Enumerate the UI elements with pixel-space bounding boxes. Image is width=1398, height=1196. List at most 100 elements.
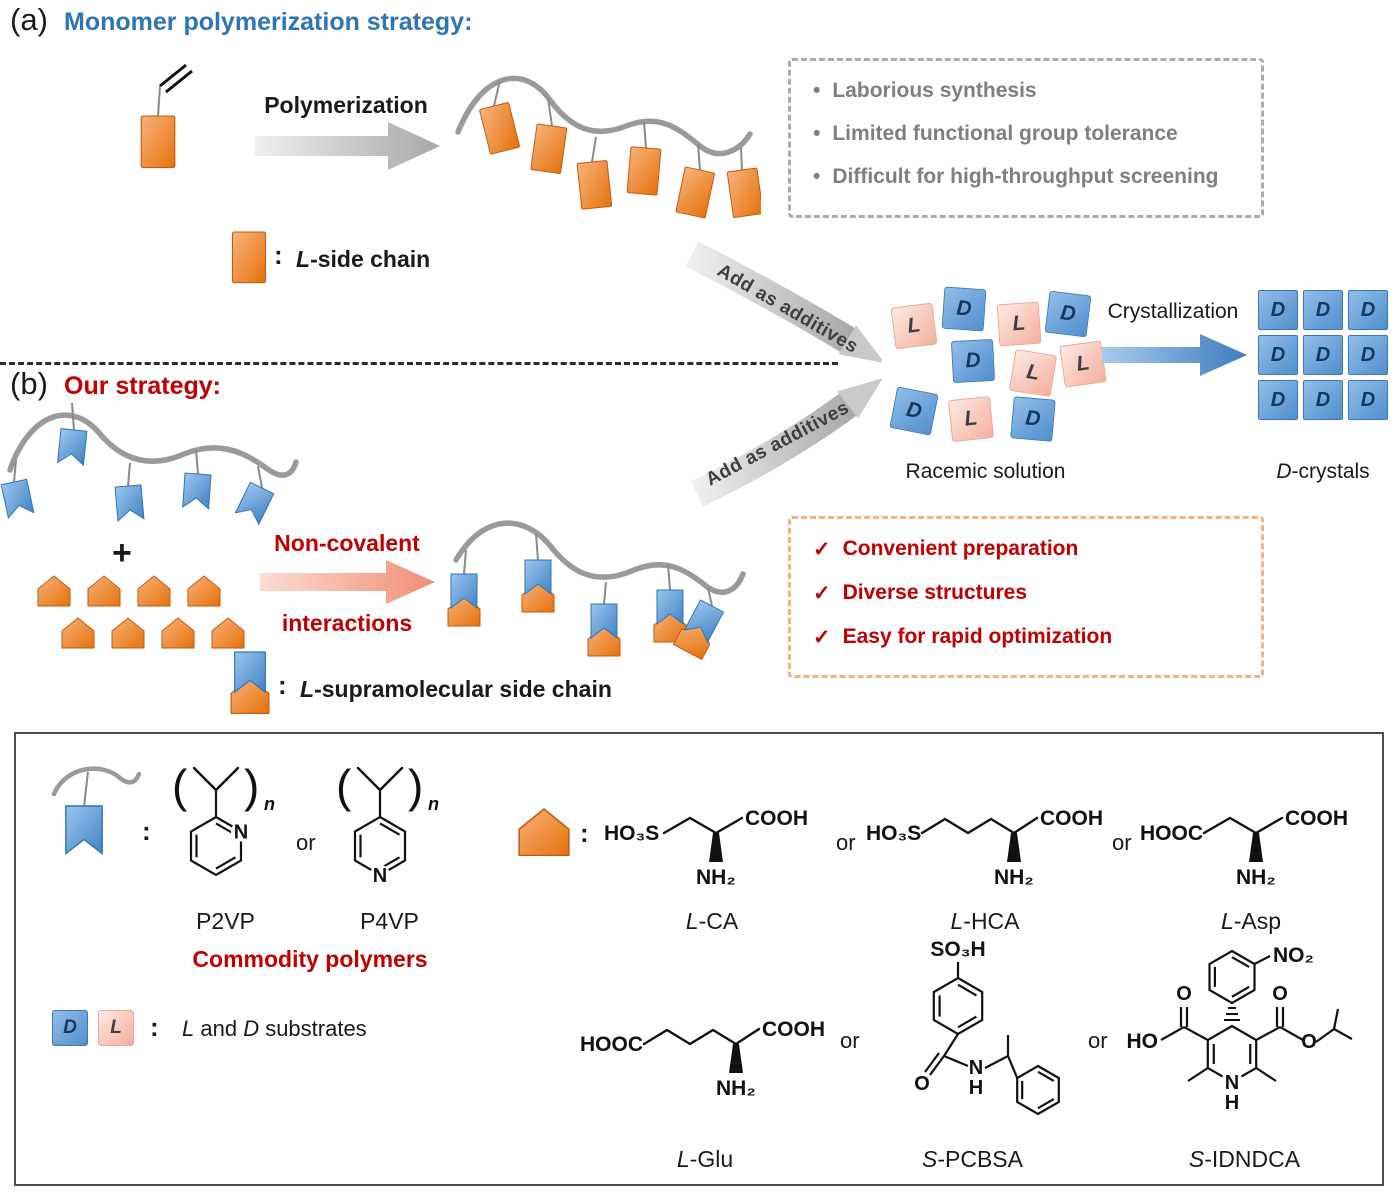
- d-substrate-square: D: [1010, 396, 1056, 442]
- l-substrate-square: L: [1059, 340, 1107, 388]
- d-crystal-square: D: [1258, 335, 1298, 375]
- additive-arrow-bottom: [691, 378, 882, 507]
- racemic-solution-caption: Racemic solution: [905, 460, 1066, 483]
- additive-arrow-top: [685, 241, 882, 363]
- add-additives-label-bottom: Add as additives: [702, 397, 852, 490]
- carbon-chain: [920, 816, 1039, 835]
- polymer-backbone: [7, 412, 299, 478]
- benefit-item: Diverse structures: [842, 581, 1028, 604]
- legend-a-italic: L: [296, 246, 311, 272]
- covalent-polymer: [455, 75, 761, 219]
- d-substrate-square: D: [1044, 290, 1092, 338]
- hooc-group: HOOC: [1140, 822, 1203, 845]
- panel-b-tag: (b): [10, 366, 48, 401]
- cooh-group: COOH: [1285, 807, 1348, 830]
- flag-key-icon: [51, 766, 142, 855]
- s-pcbsa-label: S-PCBSA: [870, 1146, 1075, 1173]
- hydrogen-atom: H: [1225, 1092, 1239, 1114]
- or-text: or: [1088, 1028, 1108, 1053]
- hydrogen-atom: H: [969, 1077, 983, 1099]
- n-subscript: n: [428, 794, 439, 814]
- limitations-box: •Laborious synthesis • Limited functional…: [788, 58, 1264, 218]
- nh2-group: NH₂: [716, 1077, 756, 1100]
- substrates-d: D: [243, 1016, 260, 1041]
- panel-b-title: Our strategy:: [64, 372, 221, 400]
- limitation-row: • Limited functional group tolerance: [813, 122, 1261, 146]
- carbon-chain: [662, 816, 744, 835]
- legend-b-colon: :: [278, 670, 287, 700]
- l-asp-italic: L: [1220, 908, 1234, 934]
- backbone-unit: [192, 766, 240, 792]
- cooh-group: COOH: [1040, 807, 1103, 830]
- noncovalent-arrow: [260, 560, 435, 604]
- noncovalent-label-2: interactions: [281, 610, 413, 636]
- additive-house: [61, 617, 95, 649]
- nitrogen-atom: N: [969, 1057, 983, 1079]
- l-hca-italic: L: [950, 908, 964, 934]
- p4vp-label: P4VP: [360, 908, 419, 934]
- additive-house: [87, 575, 121, 607]
- d-crystal-square: D: [1348, 380, 1388, 420]
- check-icon: ✓: [813, 538, 831, 561]
- additive-house: [187, 575, 221, 607]
- polymer-backbone: [453, 520, 746, 595]
- l-substrate-square: L: [1008, 348, 1058, 398]
- repeat-bracket-left: (: [172, 760, 188, 812]
- l-ca-italic: L: [685, 908, 699, 934]
- limitation-row: •Laborious synthesis: [813, 79, 1261, 103]
- nh2-group: NH₂: [696, 866, 736, 889]
- check-icon: ✓: [813, 582, 831, 605]
- benefit-row: ✓Easy for rapid optimization: [813, 625, 1261, 650]
- l-glu-label: L-Glu: [580, 1146, 830, 1173]
- bullet-icon: •: [813, 122, 821, 145]
- methyl-bond: [1187, 1067, 1209, 1082]
- legend-a-colon: :: [274, 240, 283, 270]
- legend-b-italic: L: [300, 676, 315, 702]
- substrates-rest: substrates: [259, 1016, 367, 1041]
- l-ca-rest: -CA: [698, 908, 739, 934]
- stereo-wedge: [729, 1044, 743, 1073]
- p4vp-structure: ( ) n N: [336, 760, 439, 887]
- flag-shape: [65, 805, 103, 855]
- dihydropyridine-ring: N H: [1206, 1024, 1258, 1114]
- l-glu-italic: L: [676, 1146, 690, 1172]
- limitation-row: •Difficult for high-throughput screening: [813, 165, 1261, 189]
- crystallization-label: Crystallization: [1107, 300, 1239, 323]
- legend-key-box: [14, 732, 1384, 1186]
- panel-a-tag: (a): [10, 2, 48, 37]
- d-substrate-square: D: [950, 338, 996, 384]
- benefit-item: Easy for rapid optimization: [842, 625, 1113, 648]
- or-text: or: [296, 830, 316, 855]
- l-substrate-square: L: [890, 302, 938, 350]
- bullet-icon: •: [813, 79, 821, 102]
- benefit-item: Convenient preparation: [842, 537, 1079, 560]
- l-ca-label: L-CA: [602, 908, 822, 935]
- molecule-s-pcbsa: SO₃H O N H: [914, 938, 1060, 1116]
- additive-house: [37, 575, 71, 607]
- d-crystal-square: D: [1303, 380, 1343, 420]
- substrates-l: L: [182, 1016, 195, 1041]
- nitrogen-atom: N: [234, 822, 248, 844]
- l-hca-label: L-HCA: [866, 908, 1104, 935]
- polymerization-arrow: [255, 122, 440, 170]
- s-pcbsa-italic: S: [922, 1146, 938, 1172]
- legend-b-rest: -supramolecular side chain: [314, 676, 612, 702]
- molecule-s-idndca: NO₂ N H O HO O O: [1127, 944, 1353, 1114]
- oxygen-atom: O: [914, 1073, 930, 1095]
- supramolecular-legend-icon: [230, 651, 270, 714]
- limitation-item: Limited functional group tolerance: [832, 122, 1178, 145]
- s-idndca-rest: -IDNDCA: [1204, 1146, 1301, 1172]
- stereo-wedge: [1007, 833, 1021, 862]
- isopropyl-ester-group: O O: [1255, 983, 1353, 1053]
- amide-group: O N H: [914, 1033, 983, 1099]
- cooh-group: COOH: [762, 1018, 825, 1041]
- nitrogen-atom: N: [373, 865, 387, 887]
- supramolecular-polymer-chain: [447, 520, 746, 660]
- carboxylic-acid-group: O HO: [1127, 983, 1209, 1053]
- d-crystals-rest: -crystals: [1291, 460, 1370, 483]
- ho3s-group: HO₃S: [866, 822, 921, 845]
- add-as-additives-arrows: Add as additives Add as additives: [685, 241, 882, 507]
- l-substrate-square: L: [996, 301, 1042, 347]
- add-additives-label-top: Add as additives: [714, 260, 862, 358]
- pyridine-ring-2: N: [189, 815, 251, 877]
